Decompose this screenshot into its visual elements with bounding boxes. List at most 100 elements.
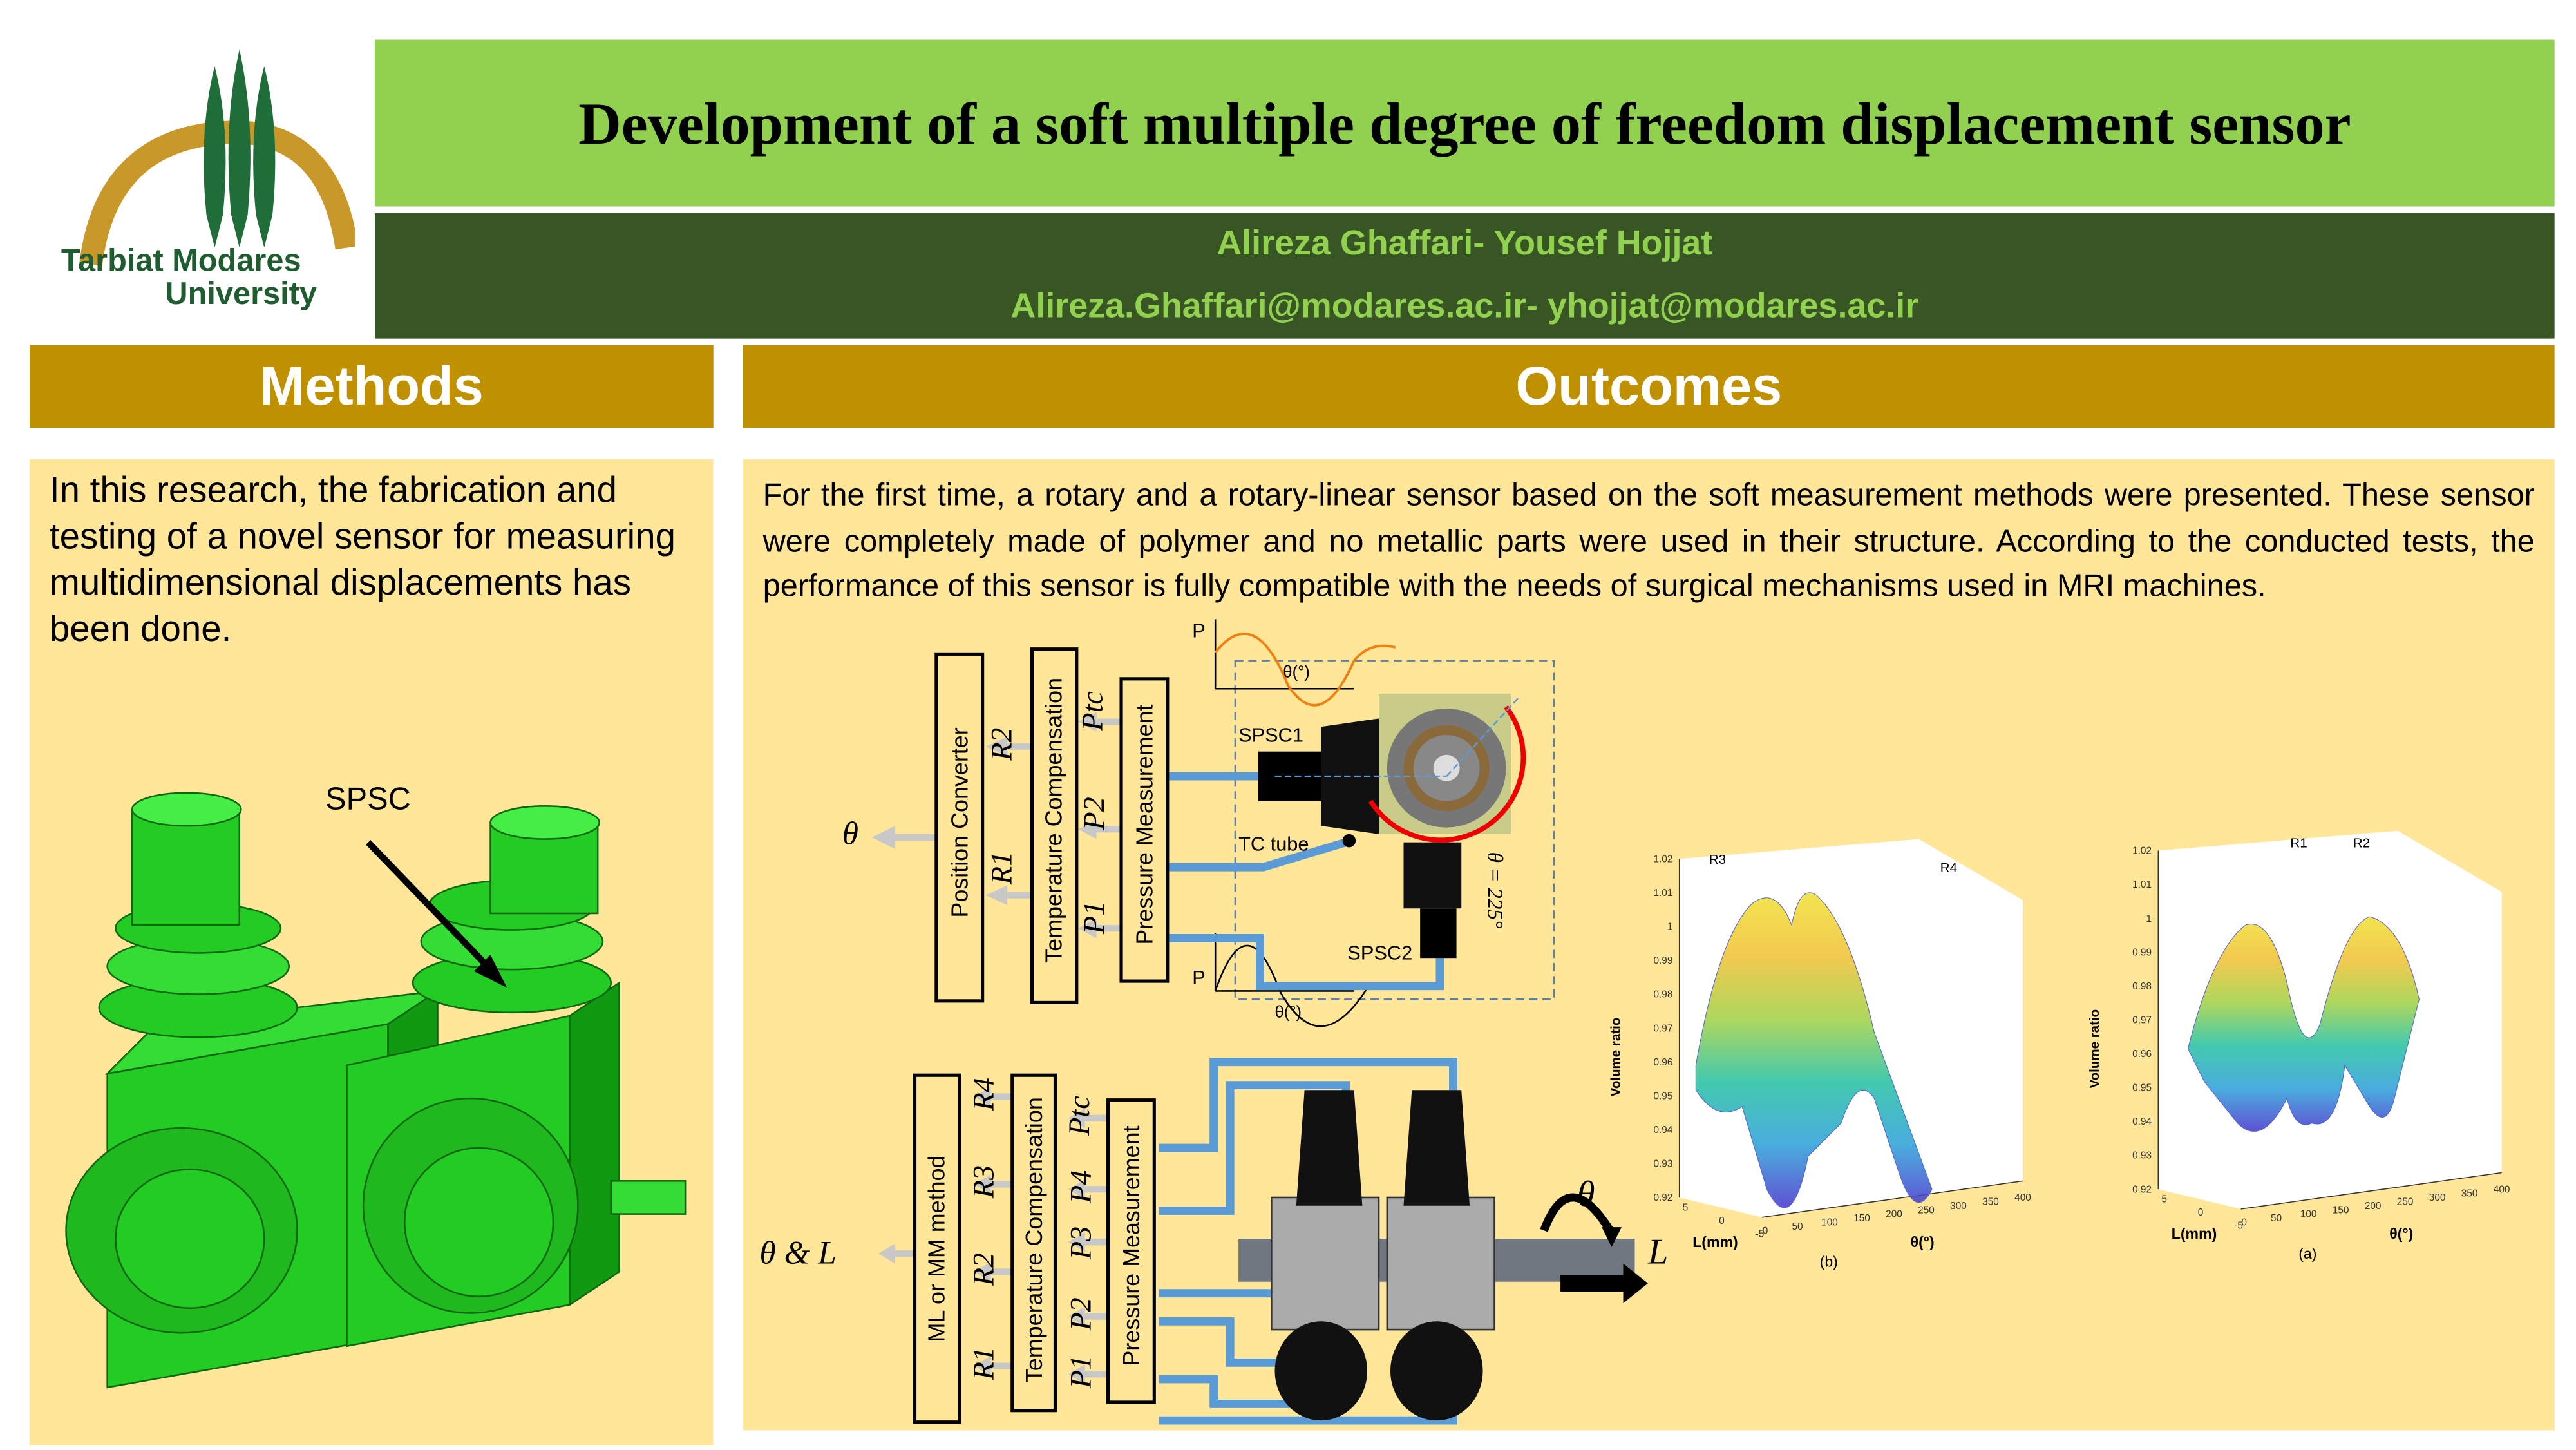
l-axis-label: L(mm): [1692, 1234, 1738, 1250]
theta-axis: [2240, 1172, 2502, 1210]
z-tick-label: 0.93: [1653, 1159, 1672, 1170]
z-tick-label: 1.02: [1653, 854, 1672, 864]
theta-l-output: θ & L: [759, 1235, 837, 1272]
spsc1-label: SPSC1: [1238, 723, 1303, 747]
z-tick-label: 1.02: [2132, 846, 2152, 857]
l-tick-label: 5: [1683, 1202, 1689, 1213]
logo-emblem-icon: [79, 49, 359, 266]
theta-tick-label: 0: [1763, 1225, 1768, 1236]
r1-label-2: R1: [967, 1347, 1000, 1380]
theta-tick-label: 50: [1792, 1221, 1803, 1232]
pressure-measurement-block: [1119, 677, 1170, 983]
r1-label: R1: [985, 851, 1018, 885]
spsc-label: SPSC: [325, 783, 411, 818]
spsc2-label: SPSC2: [1347, 941, 1413, 965]
p2-label: P2: [1077, 797, 1111, 830]
methods-text: In this research, the fabrication and te…: [49, 469, 676, 649]
l-tick-label: 5: [2161, 1194, 2167, 1205]
theta-tick-label: 150: [2333, 1205, 2349, 1216]
ptc-label-2: Ptc: [1062, 1096, 1096, 1136]
chart-caption: (a): [2298, 1245, 2316, 1262]
theta-tick-label: 300: [2429, 1192, 2446, 1203]
theta-tick-label: 400: [2014, 1192, 2031, 1203]
title-bar: Development of a soft multiple degree of…: [375, 39, 2555, 207]
theta-tick-label: 100: [1821, 1217, 1838, 1228]
r3-label: R3: [967, 1165, 1000, 1199]
p2-label-2: P2: [1064, 1297, 1097, 1331]
surface-chart-b: 0.920.930.940.950.960.970.980.9911.011.0…: [1608, 839, 2031, 1270]
theta-rotation-label: θ: [1577, 1172, 1595, 1214]
z-tick-label: 0.94: [2132, 1116, 2152, 1127]
theta-tick-label: 100: [2300, 1209, 2317, 1220]
theta-tick-label: 0: [2241, 1217, 2247, 1228]
pressure-measurement-block-2: [1106, 1098, 1156, 1404]
arrow-icon: [366, 840, 498, 977]
ml-mm-method-block: [913, 1073, 961, 1424]
p3-label: P3: [1064, 1226, 1097, 1260]
peak-annotation: R1: [2290, 835, 2307, 850]
p1-label: P1: [1077, 901, 1111, 934]
theta-tick-label: 400: [2494, 1184, 2510, 1195]
linear-arrow-icon: [1623, 1263, 1648, 1304]
university-logo: Tarbiat Modares University: [41, 33, 359, 338]
z-tick-label: 0.95: [2132, 1083, 2152, 1094]
methods-heading: Methods: [30, 345, 714, 428]
temperature-compensation-label-2: Temperature Compensation: [1020, 1097, 1047, 1383]
rotation-arrow-icon: [1540, 1193, 1614, 1233]
temperature-compensation-label: Temperature Compensation: [1040, 677, 1067, 963]
pressure-measurement-label: Pressure Measurement: [1131, 704, 1158, 945]
z-tick-label: 1.01: [2132, 879, 2152, 890]
z-tick-label: 0.96: [2132, 1049, 2152, 1060]
theta-tick-label: 150: [1853, 1213, 1870, 1224]
temperature-compensation-block-2: [1010, 1073, 1057, 1413]
linear-l-label: L: [1647, 1230, 1669, 1272]
diagram1-graphics: [871, 619, 1555, 1027]
chart-caption: (b): [1820, 1254, 1838, 1270]
z-tick-label: 0.99: [1653, 955, 1672, 966]
logo-text-line1: Tarbiat Modares: [61, 244, 301, 280]
outcomes-heading: Outcomes: [743, 345, 2555, 428]
peak-annotation: R2: [2353, 835, 2370, 850]
peak-annotation: R4: [1940, 861, 1957, 875]
z-tick-label: 0.94: [1653, 1125, 1672, 1136]
z-tick-label: 0.92: [1653, 1192, 1672, 1203]
logo-text-line2: University: [165, 277, 317, 312]
z-tick-label: 1: [2146, 913, 2152, 924]
position-converter-block: [934, 652, 985, 1003]
emails[interactable]: Alireza.Ghaffari@modares.ac.ir- yhojjat@…: [1010, 287, 1919, 326]
peak-annotation: R3: [1709, 852, 1726, 867]
theta-tick-label: 200: [1886, 1209, 1902, 1220]
theta-tick-label: 300: [1950, 1201, 1967, 1212]
z-tick-label: 1: [1667, 922, 1673, 933]
l-tick-label: 0: [2198, 1207, 2204, 1218]
tc-tube-label: TC tube: [1238, 832, 1309, 856]
diagram2-graphics: [878, 1058, 1648, 1425]
p1-label-2: P1: [1064, 1355, 1097, 1389]
poster-title: Development of a soft multiple degree of…: [578, 90, 2351, 157]
z-tick-label: 0.98: [1653, 989, 1672, 1000]
p-axis-top: P: [1192, 619, 1206, 643]
z-tick-label: 0.92: [2132, 1184, 2152, 1195]
ptc-label: Ptc: [1075, 691, 1109, 731]
surface-mesh: [1695, 892, 1933, 1208]
p-axis-bottom: P: [1192, 966, 1206, 989]
l-tick-label: -5: [2234, 1221, 2243, 1232]
theta-tick-label: 250: [2397, 1197, 2414, 1208]
authors: Alireza Ghaffari- Yousef Hojjat: [1217, 224, 1713, 263]
theta-tick-label: 250: [1918, 1205, 1935, 1216]
l-tick-label: 0: [1719, 1216, 1725, 1226]
outcomes-text: For the first time, a rotary and a rotar…: [762, 479, 2535, 605]
theta-tick-label: 200: [2365, 1201, 2382, 1212]
theta-tick-label: 350: [1982, 1197, 1999, 1208]
pressure-measurement-label-2: Pressure Measurement: [1117, 1125, 1144, 1366]
theta-tick-label: 350: [2461, 1188, 2478, 1199]
r2-label-2: R2: [967, 1252, 1000, 1286]
z-tick-label: 0.99: [2132, 947, 2152, 958]
z-axis-label: Volume ratio: [1608, 1018, 1623, 1097]
z-tick-label: 0.95: [1653, 1091, 1672, 1102]
theta-tick-label: 50: [2271, 1213, 2282, 1224]
surface-mesh: [2187, 916, 2420, 1132]
z-tick-label: 0.96: [1653, 1057, 1672, 1068]
z-tick-label: 0.97: [2132, 1015, 2152, 1025]
l-tick-label: -5: [1756, 1229, 1765, 1240]
